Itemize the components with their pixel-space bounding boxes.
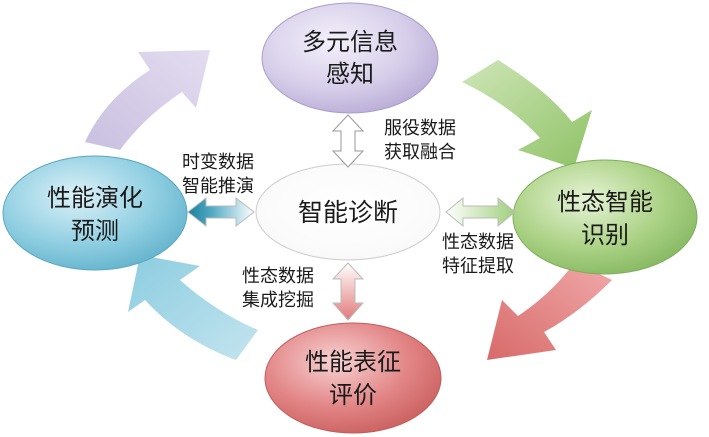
- label-top-line2: 获取融合: [384, 142, 456, 163]
- node-right-line1: 性态智能: [557, 188, 653, 216]
- node-right: [512, 159, 698, 275]
- node-top-line1: 多元信息: [302, 28, 398, 56]
- center-label: 智能诊断: [298, 198, 398, 227]
- double-arrow-bottom: [331, 262, 365, 321]
- label-left-line2: 智能推演: [182, 176, 254, 197]
- node-top: [261, 2, 439, 114]
- node-right-line2: 识别: [581, 221, 629, 249]
- label-bottom-line2: 集成挖掘: [242, 290, 314, 311]
- node-bottom-line2: 评价: [329, 381, 377, 409]
- label-right-line2: 特征提取: [442, 256, 514, 277]
- cycle-arrow-left-to-top: [85, 50, 210, 150]
- double-arrow-left: [187, 196, 255, 228]
- cycle-arrow-right-to-bottom: [487, 262, 612, 360]
- node-left: [2, 155, 188, 271]
- node-bottom-line1: 性能表征: [305, 348, 401, 376]
- label-left-line1: 时变数据: [182, 152, 254, 173]
- cycle-arrow-top-to-right: [462, 60, 592, 168]
- node-left-line1: 性能演化: [47, 184, 143, 212]
- label-top-line1: 服役数据: [384, 118, 456, 139]
- label-right-line1: 性态数据: [442, 232, 514, 253]
- cycle-arrow-bottom-to-left: [128, 255, 258, 360]
- node-top-line2: 感知: [326, 60, 374, 88]
- double-arrow-top: [331, 114, 365, 168]
- node-left-line2: 预测: [71, 217, 119, 245]
- node-bottom: [264, 322, 442, 434]
- label-bottom-line1: 性态数据: [242, 266, 314, 287]
- double-arrow-right: [445, 196, 516, 228]
